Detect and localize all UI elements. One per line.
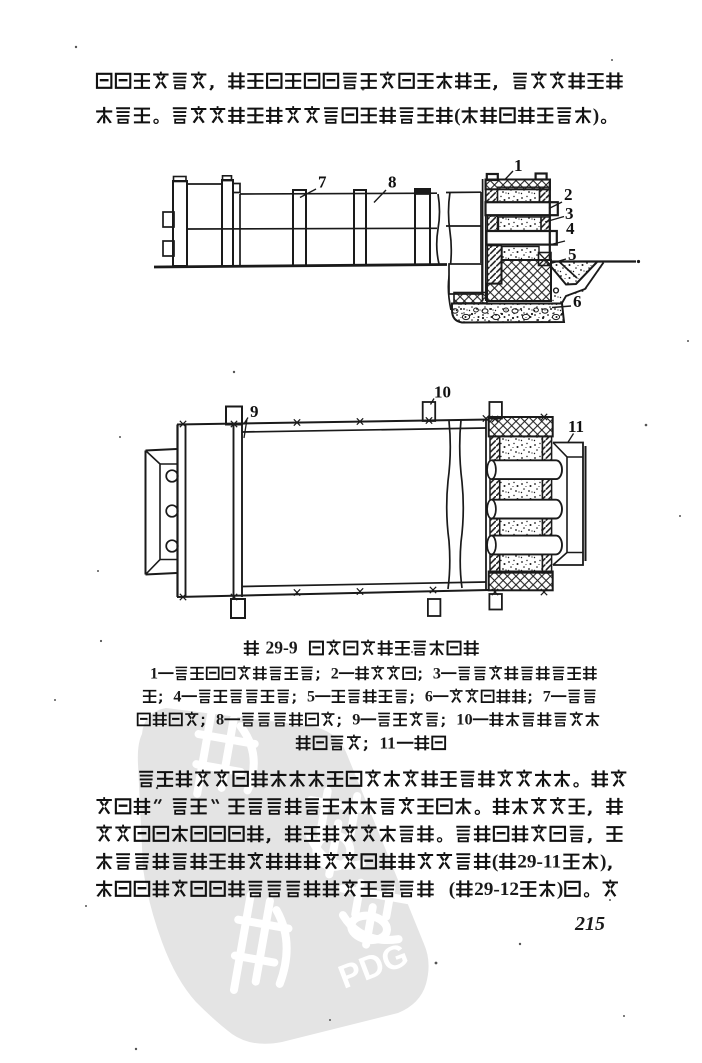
svg-text:1: 1 — [514, 156, 523, 175]
svg-text:): ) — [600, 852, 606, 873]
svg-text:4: 4 — [173, 688, 181, 705]
svg-text:10: 10 — [434, 383, 451, 402]
svg-text:1: 1 — [150, 665, 158, 682]
svg-text:): ) — [593, 106, 599, 127]
svg-text:): ) — [557, 879, 563, 900]
svg-text:29-9: 29-9 — [266, 638, 298, 658]
svg-text:2: 2 — [331, 665, 339, 682]
svg-text:3: 3 — [433, 665, 441, 682]
svg-text:6: 6 — [573, 292, 582, 311]
svg-text:2: 2 — [564, 185, 573, 204]
svg-text:(: ( — [492, 852, 498, 873]
svg-text:6: 6 — [425, 688, 433, 705]
svg-text:11: 11 — [568, 417, 584, 436]
svg-text:215: 215 — [574, 913, 605, 935]
svg-text:7: 7 — [318, 173, 327, 192]
svg-text:8: 8 — [216, 710, 224, 729]
svg-text:4: 4 — [566, 219, 575, 238]
svg-text:10: 10 — [456, 710, 472, 729]
svg-text:11: 11 — [380, 733, 396, 752]
svg-text:(: ( — [449, 879, 455, 900]
svg-text:3: 3 — [565, 204, 574, 223]
svg-text:8: 8 — [388, 173, 397, 192]
svg-text:9: 9 — [352, 710, 360, 729]
svg-text:(: ( — [454, 106, 460, 127]
svg-text:29-11: 29-11 — [517, 852, 561, 873]
svg-text:9: 9 — [250, 402, 259, 421]
svg-text:7: 7 — [543, 688, 551, 705]
svg-text:5: 5 — [307, 688, 315, 705]
svg-text:5: 5 — [568, 245, 577, 264]
svg-text:29-12: 29-12 — [474, 879, 519, 900]
